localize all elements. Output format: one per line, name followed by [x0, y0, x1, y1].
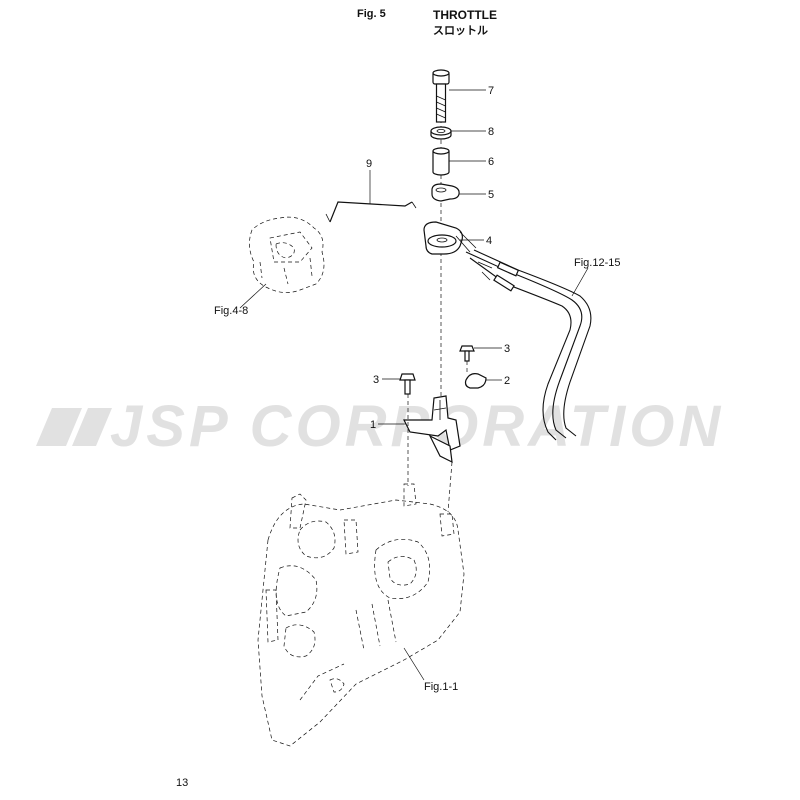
- callout-4: 4: [460, 235, 492, 247]
- svg-text:9: 9: [366, 158, 372, 170]
- callout-2: 2: [486, 375, 510, 387]
- svg-text:3: 3: [373, 374, 379, 386]
- svg-text:7: 7: [488, 85, 494, 97]
- callout-1: 1: [370, 419, 406, 431]
- part-5-link: [431, 183, 460, 202]
- callout-5: 5: [459, 189, 494, 201]
- callout-3-lower: 3: [373, 374, 400, 386]
- reference-fig-4-8: Fig.4-8: [214, 283, 267, 317]
- svg-text:Fig.1-1: Fig.1-1: [424, 681, 458, 693]
- watermark-logo-icon: [36, 408, 112, 446]
- bracket-axis-line: [447, 461, 453, 513]
- part-3-bolt-lower: [399, 373, 416, 395]
- manifold-reference: [257, 483, 465, 747]
- throttle-cable-assembly: [465, 249, 592, 441]
- part-9-throttle-rod: [325, 201, 417, 223]
- page-number: 13: [176, 777, 188, 789]
- svg-text:1: 1: [370, 419, 376, 431]
- svg-text:3: 3: [504, 343, 510, 355]
- callout-6: 6: [449, 156, 494, 168]
- svg-text:8: 8: [488, 126, 494, 138]
- watermark: JSP CORPORATION: [36, 394, 720, 459]
- svg-text:Fig.12-15: Fig.12-15: [574, 257, 620, 269]
- figure-title: THROTTLE: [433, 8, 497, 22]
- reference-fig-1-1: Fig.1-1: [403, 647, 458, 693]
- carburetor-reference: [249, 216, 325, 293]
- svg-text:5: 5: [488, 189, 494, 201]
- part-6-collar: [432, 147, 450, 176]
- part-3-bolt-upper: [459, 345, 475, 362]
- part-7-bolt: [432, 69, 450, 123]
- part-4-throttle-cam: [423, 221, 477, 255]
- callout-3-upper: 3: [474, 343, 510, 355]
- part-2-clip: [464, 373, 487, 389]
- svg-text:2: 2: [504, 375, 510, 387]
- svg-text:4: 4: [486, 235, 492, 247]
- svg-text:6: 6: [488, 156, 494, 168]
- svg-text:Fig.4-8: Fig.4-8: [214, 305, 248, 317]
- reference-fig-12-15: Fig.12-15: [571, 257, 620, 297]
- callout-9: 9: [366, 158, 372, 204]
- figure-title-japanese: スロットル: [433, 25, 488, 37]
- callout-8: 8: [451, 126, 494, 138]
- part-8-washer: [430, 126, 452, 140]
- figure-number: Fig. 5: [357, 8, 386, 20]
- callout-7: 7: [449, 85, 494, 97]
